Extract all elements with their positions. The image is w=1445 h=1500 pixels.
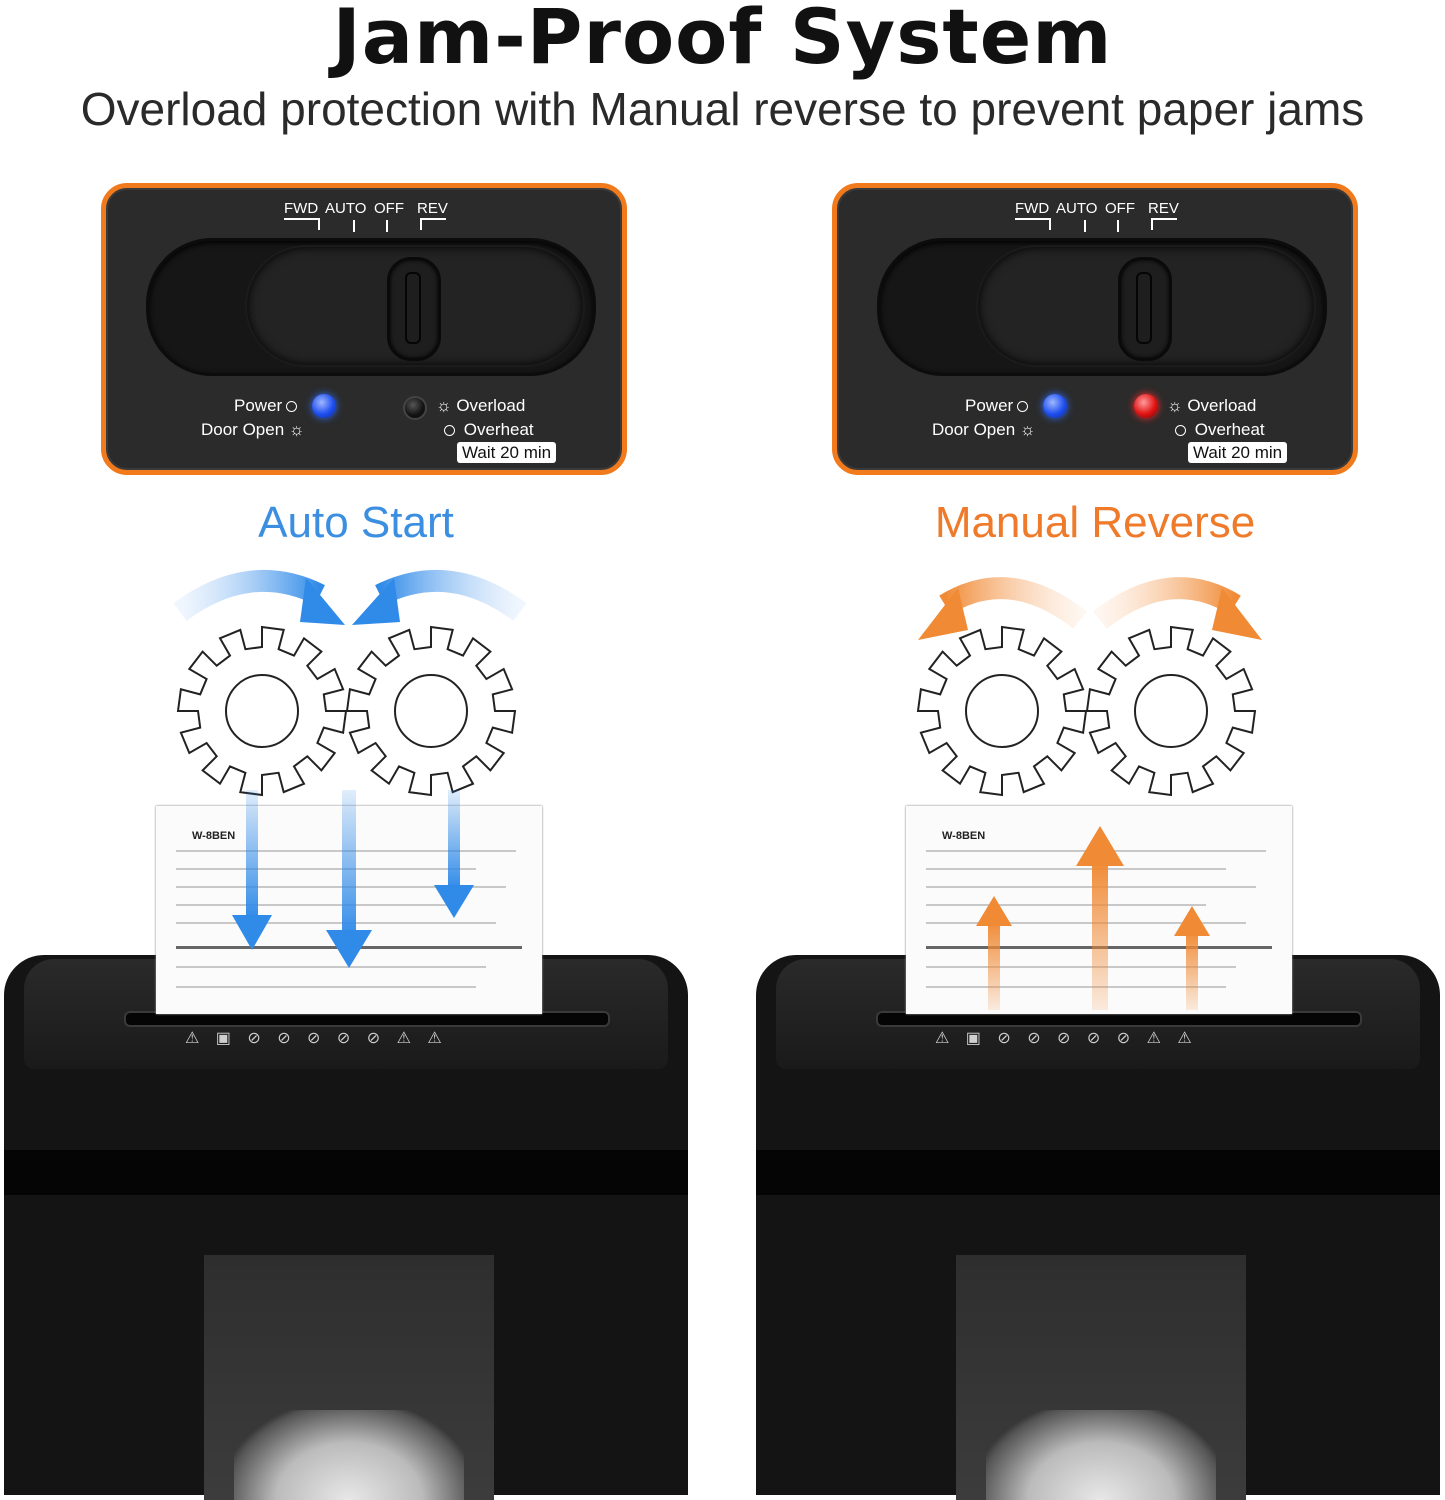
sun-icon: ☼ [1167,396,1183,415]
door-open-label: Door Open [201,420,285,439]
power-led-icon [312,394,336,418]
page-subtitle: Overload protection with Manual reverse … [80,83,1365,135]
gear-hub [965,674,1039,748]
door-open-label: Door Open [932,420,1016,439]
rev-label: REV [417,200,448,217]
form-id-label: W-8BEN [192,830,236,842]
mode-switch-track[interactable] [146,238,596,376]
mode-label-manual-reverse: Manual Reverse [934,498,1256,547]
sun-icon: ☼ [1019,420,1036,439]
gear-icon [916,625,1088,797]
gear-icon [345,625,517,797]
off-label: OFF [1105,200,1135,217]
overload-label: Overload [1187,396,1257,415]
arrow-icon [918,577,1262,640]
overload-led-icon [1134,394,1158,418]
rev-label: REV [1148,200,1179,217]
sun-icon: ☼ [288,420,305,439]
document-left-top: W-8BEN [156,806,542,1014]
warning-icons-row-left: ⚠ ▣ ⊘ ⊘ ⊘ ⊘ ⊘ ⚠ ⚠ [185,1030,448,1047]
overheat-label: Overheat [463,420,534,439]
off-label: OFF [374,200,404,217]
switch-grip-icon [387,257,441,361]
fwd-label: FWD [284,200,319,217]
control-panel-left: FWD AUTO OFF REV Power Door Open ☼ ☼ Ove… [101,183,627,475]
overheat-label: Overheat [1194,420,1265,439]
warning-icons-row-right: ⚠ ▣ ⊘ ⊘ ⊘ ⊘ ⊘ ⚠ ⚠ [935,1030,1198,1047]
arrow-icon [173,569,527,625]
mode-switch-track[interactable] [877,238,1327,376]
gear-icon [176,625,348,797]
gear-hub [1134,674,1208,748]
page-title: Jam-Proof System [332,0,1113,81]
gear-icon [176,625,1257,797]
gear-icon [1085,625,1257,797]
gear-hub [394,674,468,748]
switch-labels: FWD AUTO OFF REV [284,200,464,240]
mode-switch-knob[interactable] [247,247,583,365]
document-right-top: W-8BEN [906,806,1292,1014]
auto-label: AUTO [325,200,367,217]
form-id-label: W-8BEN [942,830,986,842]
shredder-right [756,955,1440,1500]
power-label: Power [965,396,1014,415]
control-panel-right: FWD AUTO OFF REV Power Door Open ☼ ☼ Ove… [832,183,1358,475]
bin-window [956,1255,1246,1500]
power-label: Power [234,396,283,415]
power-led-icon [1043,394,1067,418]
mode-label-auto-start: Auto Start [258,498,454,547]
sun-icon: ☼ [436,396,452,415]
auto-label: AUTO [1056,200,1098,217]
gear-hub [225,674,299,748]
overload-label: Overload [456,396,526,415]
switch-grip-icon [1118,257,1172,361]
wait-badge: Wait 20 min [457,442,557,463]
wait-badge: Wait 20 min [1188,442,1288,463]
mode-switch-knob[interactable] [978,247,1314,365]
shredder-left [4,955,688,1500]
bin-window [204,1255,494,1500]
switch-labels: FWD AUTO OFF REV [1015,200,1195,240]
fwd-label: FWD [1015,200,1050,217]
overload-led-icon [403,396,427,420]
